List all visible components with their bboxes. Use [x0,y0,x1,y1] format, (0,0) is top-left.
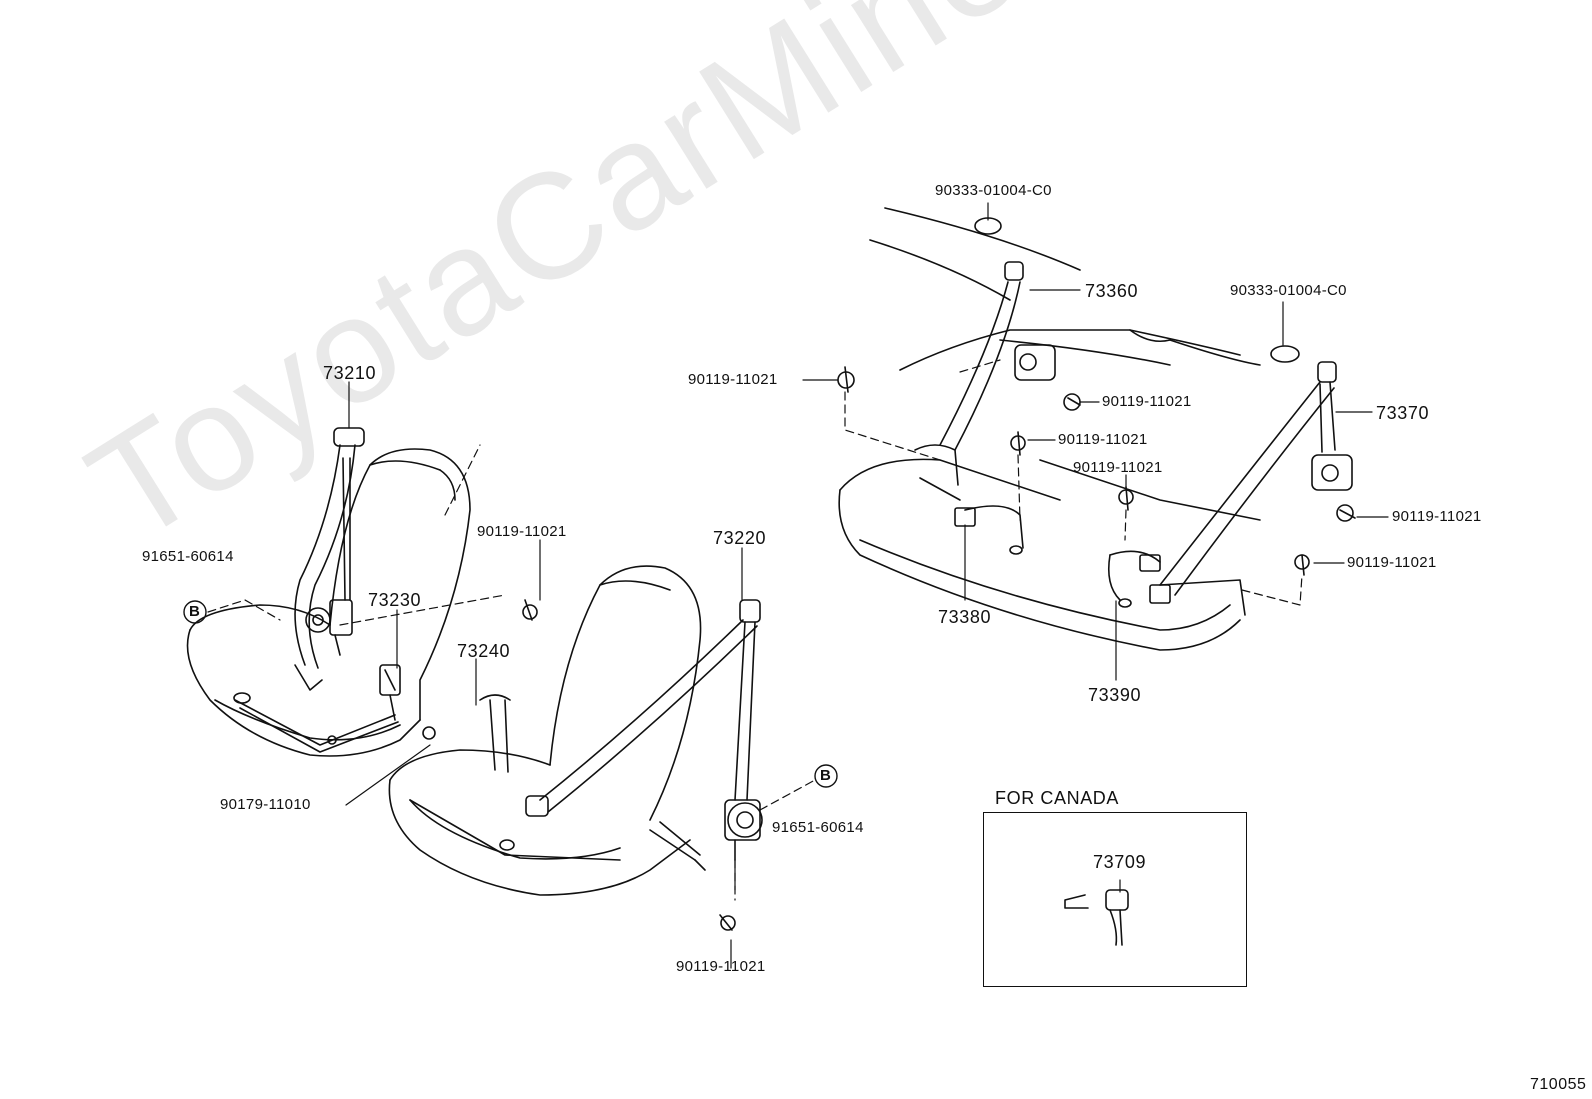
canada-box-title: FOR CANADA [995,788,1120,808]
rear-seat-illustration [838,207,1353,651]
diagram-code: 710055 [1530,1076,1587,1093]
callout-90333-01004-c0-left[interactable]: 90333-01004-C0 [935,182,1052,199]
callout-73390[interactable]: 73390 [1088,685,1142,705]
leader-lines [345,202,1389,969]
canada-part-illustration [1064,889,1129,946]
callout-90119-11021-rear-left[interactable]: 90119-11021 [688,371,778,388]
ref-marker-b-left: B [189,603,201,620]
callout-73220[interactable]: 73220 [713,528,767,548]
callout-73709[interactable]: 73709 [1093,852,1147,872]
callout-90119-11021-bottom[interactable]: 90119-11021 [676,958,766,975]
left-seat-illustration [186,427,471,757]
callout-90179-11010[interactable]: 90179-11010 [220,796,311,813]
callout-91651-60614-right[interactable]: 91651-60614 [772,819,864,836]
bolt-symbols [522,217,1356,931]
callout-73210[interactable]: 73210 [323,363,377,383]
right-front-seat-illustration [388,565,763,896]
callout-90119-11021-seat[interactable]: 90119-11021 [477,523,567,540]
callout-90119-11021-mid2[interactable]: 90119-11021 [1073,459,1163,476]
callout-73230[interactable]: 73230 [368,590,422,610]
callout-91651-60614-left[interactable]: 91651-60614 [142,548,234,565]
callout-90119-11021-right2[interactable]: 90119-11021 [1347,554,1437,571]
ref-marker-b-right: B [820,767,832,784]
callout-90119-11021-retractor[interactable]: 90119-11021 [1102,393,1192,410]
callout-90333-01004-c0-right[interactable]: 90333-01004-C0 [1230,282,1347,299]
callout-90119-11021-mid1[interactable]: 90119-11021 [1058,431,1148,448]
ref-marker-circles [183,600,838,788]
callout-73240[interactable]: 73240 [457,641,511,661]
callout-73360[interactable]: 73360 [1085,281,1139,301]
canada-detail-box [983,812,1247,987]
callout-73370[interactable]: 73370 [1376,403,1430,423]
callout-73380[interactable]: 73380 [938,607,992,627]
dashed-lines [207,359,1303,901]
callout-90119-11021-right1[interactable]: 90119-11021 [1392,508,1482,525]
